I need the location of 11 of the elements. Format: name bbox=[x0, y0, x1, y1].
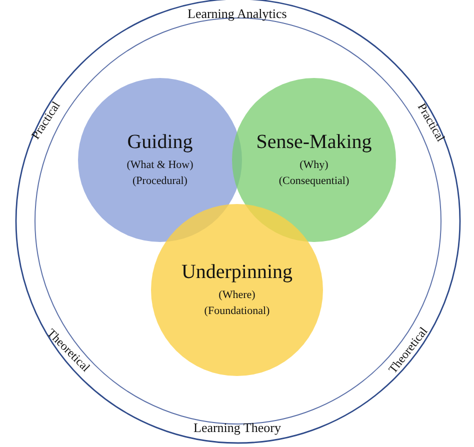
circle-title: Guiding bbox=[127, 131, 193, 154]
circle-title: Sense-Making bbox=[256, 131, 372, 154]
circle-subtitle: (What & How) bbox=[126, 158, 194, 173]
circle-subtitle: (Foundational) bbox=[204, 304, 270, 319]
circle-subtitle: (Procedural) bbox=[132, 174, 188, 189]
circle-subtitle: (Where) bbox=[218, 288, 256, 303]
ring-label: Learning Theory bbox=[194, 420, 281, 436]
circle-subtitle: (Consequential) bbox=[278, 174, 350, 189]
ring-label: Learning Analytics bbox=[188, 6, 287, 22]
circle-title: Underpinning bbox=[181, 261, 293, 284]
circle-subtitle: (Why) bbox=[300, 158, 328, 173]
